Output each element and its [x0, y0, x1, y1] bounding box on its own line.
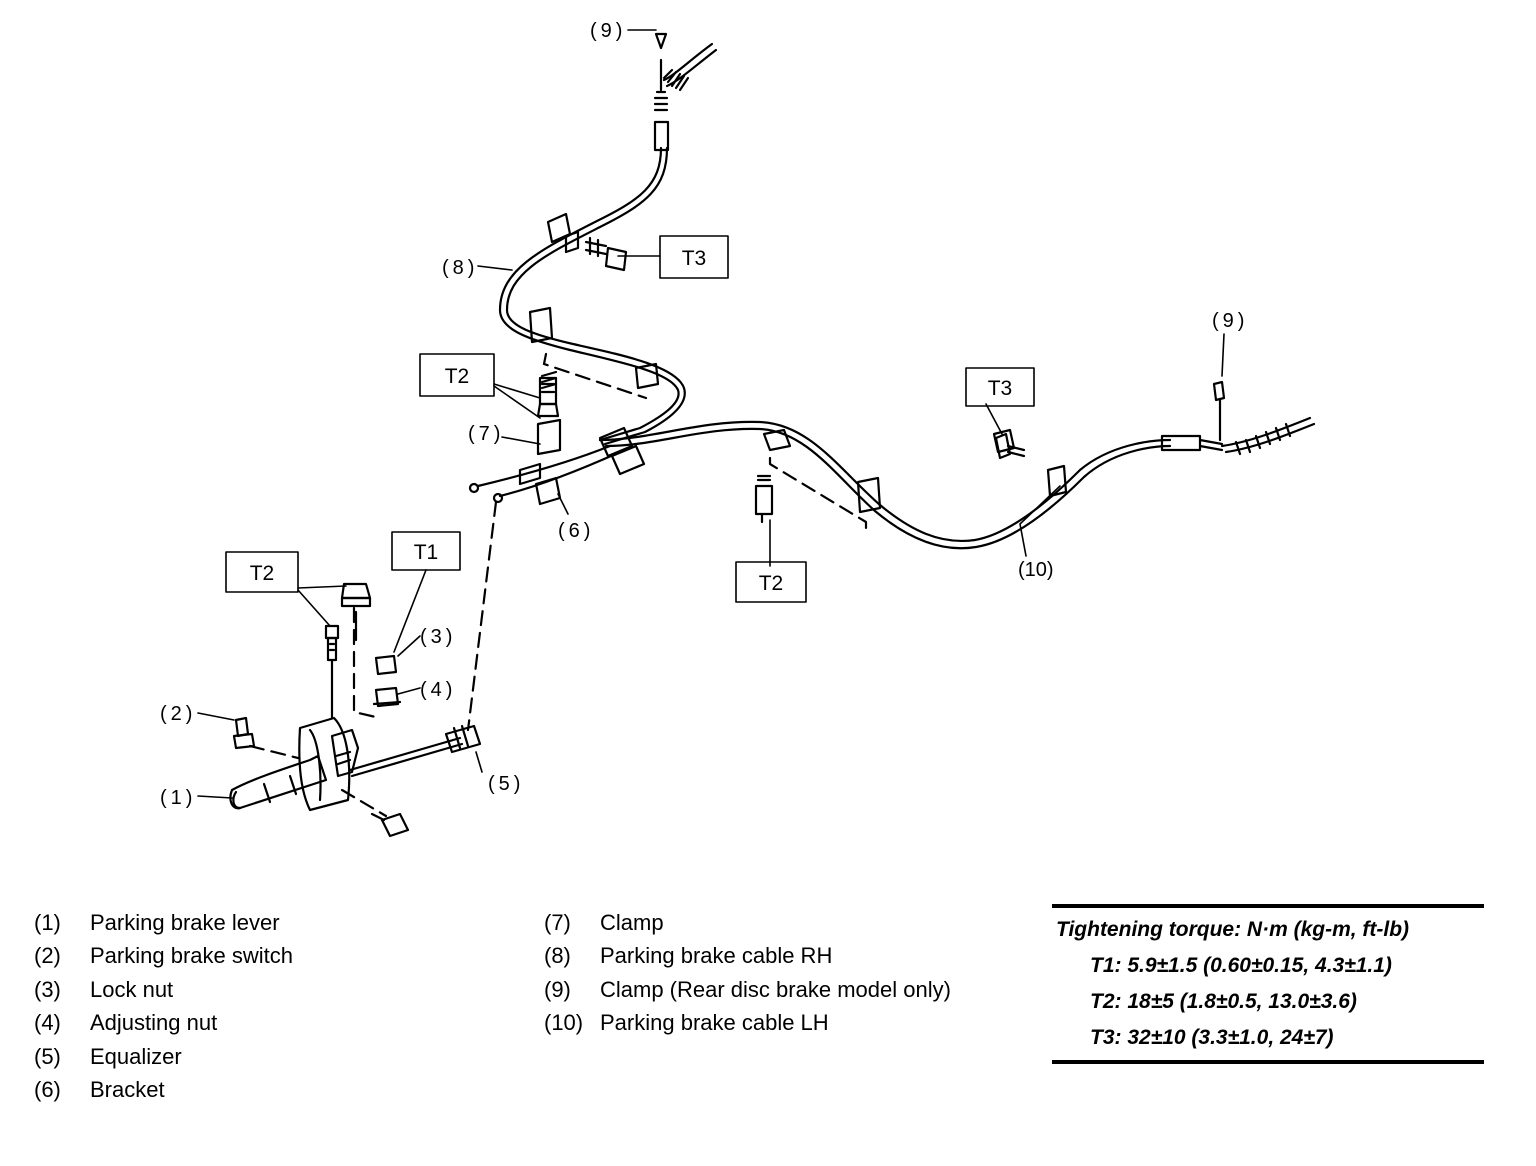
- legend-item: (4) Adjusting nut: [34, 1006, 504, 1039]
- legend-text: Parking brake cable LH: [600, 1010, 829, 1036]
- leader-lines: [197, 29, 1225, 799]
- legend-item: (3) Lock nut: [34, 973, 504, 1006]
- callout-5: (5): [488, 773, 524, 795]
- legend-text: Clamp: [600, 910, 664, 935]
- legend-text: Adjusting nut: [90, 1010, 218, 1036]
- callout-9-top: (9): [590, 20, 626, 42]
- torque-label-t3-upper: T3: [682, 247, 707, 270]
- torque-table-title: Tightening torque: N·m (kg-m, ft-lb): [1056, 918, 1410, 941]
- legend-text: Parking brake switch: [90, 943, 293, 969]
- cable-lh-brackets: [754, 428, 1068, 524]
- legend-text: Bracket: [90, 1077, 165, 1103]
- torque-label-t2-left: T2: [250, 562, 275, 585]
- legend-number: (1): [34, 910, 61, 935]
- legend-text: Lock nut: [90, 976, 174, 1002]
- fasteners-upper: [540, 370, 1016, 454]
- legend-item: (5) Equalizer: [34, 1040, 504, 1073]
- torque-row-t3: T3: 32±10 (3.3±1.0, 24±7): [1090, 1026, 1334, 1049]
- legend-item: (8) Parking brake cable RH: [544, 939, 984, 972]
- legend-text: Parking brake cable RH: [600, 943, 833, 969]
- legend-number: (6): [34, 1077, 61, 1103]
- callout-4: (4): [420, 679, 456, 701]
- legend-number: (4): [34, 1010, 61, 1036]
- legend-number: (8): [544, 943, 571, 969]
- parking-brake-diagram: T1 T2 T2 T2 T3 T3 (9) (8) (9) (7) (6) (1…: [160, 20, 1316, 838]
- torque-label-t2-center: T2: [759, 572, 784, 595]
- legend-item: (9) Clamp (Rear disc brake model only): [544, 973, 984, 1006]
- legend-number: (3): [34, 976, 61, 1002]
- callout-8: (8): [442, 257, 478, 279]
- torque-label-t2-upper: T2: [445, 365, 470, 388]
- legend-number: (5): [34, 1043, 61, 1069]
- legend-item: (7) Clamp: [544, 906, 984, 939]
- clamp-bracket-assembly: [468, 376, 646, 506]
- callout-2: (2): [160, 703, 196, 725]
- cable-rh: [498, 32, 718, 446]
- torque-label-t3-right: T3: [988, 377, 1013, 400]
- parking-brake-switch: [232, 716, 256, 750]
- fasteners-lever: [324, 582, 410, 838]
- legend-number: (2): [34, 943, 61, 969]
- legend-text: Clamp (Rear disc brake model only): [600, 976, 951, 1002]
- callout-7: (7): [468, 423, 504, 445]
- legend-text: Equalizer: [90, 1043, 182, 1069]
- torque-box-frames: [225, 235, 1035, 603]
- tightening-torque-table: Tightening torque: N·m (kg-m, ft-lb) T1:…: [1052, 904, 1484, 1064]
- callout-1: (1): [160, 787, 196, 809]
- legend-text: Parking brake lever: [90, 910, 280, 935]
- cable-rh-brackets: [528, 212, 660, 390]
- callout-9-right: (9): [1212, 310, 1248, 332]
- cable-lh: [598, 380, 1316, 550]
- torque-row-t1: T1: 5.9±1.5 (0.60±0.15, 4.3±1.1): [1090, 954, 1392, 977]
- legend-item: (6) Bracket: [34, 1073, 504, 1106]
- torque-row-t2: T2: 18±5 (1.8±0.5, 13.0±3.6): [1090, 990, 1357, 1013]
- legend-item: (1) Parking brake lever: [34, 906, 504, 939]
- legend-number: (7): [544, 910, 571, 935]
- legend-number: (9): [544, 976, 571, 1002]
- callout-10: (10): [1018, 559, 1054, 581]
- legend-left: (1) Parking brake lever (2) Parking brake …: [34, 906, 504, 1106]
- legend-item: (2) Parking brake switch: [34, 939, 504, 972]
- torque-label-t1: T1: [414, 541, 439, 564]
- callout-3: (3): [420, 626, 456, 648]
- callout-6: (6): [558, 520, 594, 542]
- legend-number: (10): [544, 1010, 584, 1036]
- legend-middle: (7) Clamp (8) Parking brake cable RH (9) Cl…: [544, 906, 984, 1040]
- legend-item: (10) Parking brake cable LH: [544, 1006, 984, 1039]
- parking-brake-lever: [229, 716, 482, 812]
